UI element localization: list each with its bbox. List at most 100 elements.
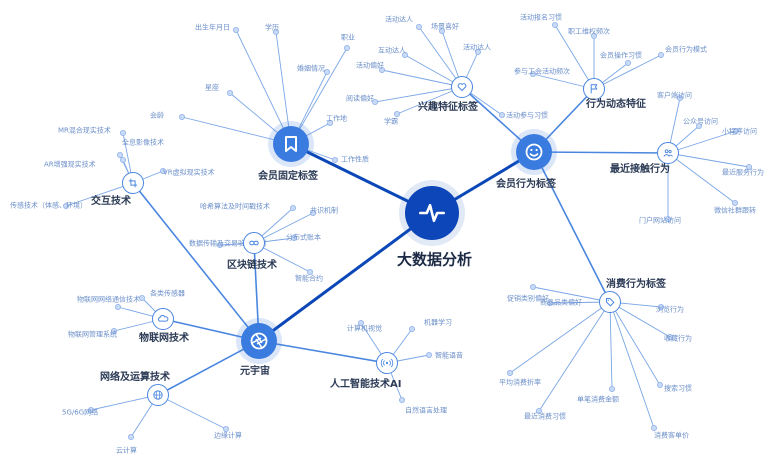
- consume-edge-3: [609, 301, 671, 338]
- consume-edge-4: [509, 301, 611, 374]
- action-leaf-1: 职工维权频次: [568, 27, 610, 36]
- blockchain-leaf-0: 哈希算法及时间戳技术: [200, 202, 270, 211]
- consume-dot-3: [667, 333, 674, 340]
- interest-dot-1: [438, 27, 445, 34]
- member-profile-leaf-4: 星座: [205, 83, 219, 92]
- group-iot[interactable]: [152, 308, 174, 330]
- interest-leaf-3: 活动达人: [463, 43, 491, 52]
- blockchain-dot-1: [309, 209, 316, 216]
- member-profile-leaf-0: 出生年月日: [195, 23, 230, 32]
- iot-leaf-2: 物联网管理系统: [68, 330, 117, 339]
- interaction-leaf-2: 全息影像技术: [122, 138, 164, 147]
- interaction-dot-2: [120, 156, 127, 163]
- globe-icon: [153, 390, 163, 400]
- group-interest[interactable]: [451, 76, 473, 98]
- member-profile-dot-2: [343, 45, 350, 52]
- consume-leaf-6: 搜索习惯: [664, 384, 692, 393]
- action-dot-3: [658, 52, 665, 59]
- blockchain-dot-2: [290, 234, 297, 241]
- interest-edge-4: [381, 69, 463, 88]
- iot-dot-1: [115, 303, 122, 310]
- action-dot-4: [530, 71, 537, 78]
- contact-dot-1: [696, 123, 703, 130]
- consume-leaf-4: 平均消费折率: [499, 378, 541, 387]
- tag-icon: [606, 298, 615, 307]
- group-interest-title: 兴趣特征标签: [418, 102, 478, 113]
- interaction-edge-4: [65, 182, 134, 207]
- hub-member-behavior-title: 会员行为标签: [496, 179, 556, 190]
- interaction-dot-0: [120, 129, 127, 136]
- contact-edge-3: [667, 152, 750, 168]
- edge-hub-interaction: [132, 182, 260, 342]
- group-consume[interactable]: [599, 291, 621, 313]
- interest-dot-2: [401, 52, 408, 59]
- group-contact-title: 最近接触行为: [610, 164, 670, 175]
- ai-dot-1: [408, 325, 415, 332]
- hub-member-behavior[interactable]: [516, 134, 552, 170]
- contact-dot-2: [733, 127, 740, 134]
- contact-edge-4: [667, 152, 736, 204]
- interaction-leaf-4: 传感技术（体感、环境）: [10, 201, 87, 210]
- consume-edge-5: [609, 301, 613, 390]
- member-profile-dot-6: [326, 120, 333, 127]
- action-leaf-4: 参与工会活动频次: [514, 67, 570, 76]
- iot-dot-0: [138, 294, 145, 301]
- member-profile-leaf-5: 会龄: [150, 111, 164, 120]
- interest-dot-6: [393, 111, 400, 118]
- member-profile-dot-1: [272, 28, 279, 35]
- blockchain-dot-0: [289, 204, 296, 211]
- action-dot-2: [625, 60, 632, 67]
- blockchain-leaf-3: 数据传输及交易验证机制: [189, 239, 266, 248]
- member-profile-dot-0: [232, 26, 239, 33]
- interest-leaf-1: 场景喜好: [431, 22, 459, 31]
- people-icon: [663, 149, 673, 157]
- member-profile-dot-7: [331, 156, 338, 163]
- blockchain-dot-3: [216, 241, 223, 248]
- contact-dot-0: [677, 95, 684, 102]
- action-edge-3: [593, 54, 662, 90]
- group-interaction[interactable]: [122, 172, 144, 194]
- iot-dot-2: [111, 327, 118, 334]
- consume-dot-2: [658, 303, 665, 310]
- consume-edge-0: [532, 286, 611, 303]
- center-title: 大数据分析: [397, 250, 473, 269]
- interaction-leaf-0: MR混合现实技术: [58, 126, 111, 135]
- blockchain-leaf-1: 共识机制: [310, 206, 338, 215]
- action-leaf-0: 活动报名习惯: [520, 13, 562, 22]
- contact-dot-3: [746, 163, 753, 170]
- consume-dot-1: [547, 299, 554, 306]
- group-contact[interactable]: [657, 142, 679, 164]
- interest-dot-5: [371, 99, 378, 106]
- action-dot-0: [552, 21, 559, 28]
- ai-dot-3: [398, 396, 405, 403]
- network-edge-0: [90, 394, 159, 411]
- network-leaf-1: 云计算: [116, 446, 137, 455]
- contact-dot-5: [665, 215, 672, 222]
- group-blockchain[interactable]: [243, 232, 265, 254]
- contact-leaf-1: 公众号访问: [683, 117, 718, 126]
- group-action[interactable]: [583, 78, 605, 100]
- member-profile-dot-5: [178, 114, 185, 121]
- group-network[interactable]: [147, 384, 169, 406]
- hub-metaverse[interactable]: [241, 323, 277, 359]
- hub-metaverse-title: 元宇宙: [240, 366, 270, 377]
- network-leaf-0: 5G/6G网络: [62, 408, 99, 417]
- consume-dot-0: [530, 283, 537, 290]
- consume-edge-7: [538, 301, 611, 412]
- interaction-dot-1: [117, 151, 124, 158]
- bookmark-icon: [285, 136, 297, 152]
- crop-icon: [128, 178, 138, 188]
- center-node[interactable]: [405, 186, 459, 240]
- link-icon: [249, 240, 259, 246]
- consume-leaf-1: 商品品类偏好: [540, 298, 582, 307]
- hub-member-profile[interactable]: [273, 126, 309, 162]
- interest-leaf-6: 学霸: [384, 117, 398, 126]
- ai-leaf-2: 智能语音: [435, 351, 463, 360]
- interest-dot-4: [378, 67, 385, 74]
- member-profile-edge-5: [181, 116, 292, 145]
- network-dot-1: [127, 433, 134, 440]
- network-edge-2: [157, 394, 227, 430]
- group-ai[interactable]: [376, 352, 398, 374]
- flag-icon: [590, 84, 598, 94]
